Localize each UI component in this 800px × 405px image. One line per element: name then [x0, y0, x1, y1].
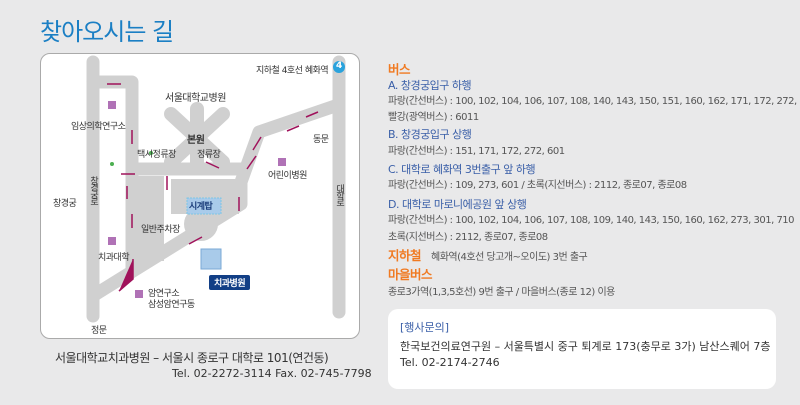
bus-stop-label: 정류장: [197, 150, 221, 160]
contact-phone: Tel. 02-2174-2746: [400, 356, 500, 369]
bus-a-line1: 파랑(간선버스) : 100, 102, 104, 106, 107, 108,…: [388, 96, 800, 107]
bus-b-line1: 파랑(간선버스) : 151, 171, 172, 272, 601: [388, 146, 565, 157]
contact-address: 한국보건의료연구원 – 서울특별시 중구 퇴계로 173(충무로 3가) 남산스…: [400, 340, 771, 353]
main-gate-label: 정문: [91, 326, 107, 336]
taxi-label: 택시정류장: [137, 150, 176, 160]
clock-tower-label: 시계탑: [189, 202, 213, 212]
parking-label: 일반주차장: [141, 225, 180, 235]
subway-label: 지하철 4호선 혜화역: [256, 66, 329, 76]
clinical-label: 임상의학연구소: [71, 122, 126, 132]
bus-d-title: D. 대학로 마로니에공원 앞 상행: [388, 198, 527, 211]
bus-c-title: C. 대학로 혜화역 3번출구 앞 하행: [388, 163, 536, 176]
childrens-hospital-label: 어린이병원: [268, 171, 307, 181]
village-bus-text: 종로3가역(1,3,5호선) 9번 출구 / 마을버스(종로 12) 이용: [388, 287, 615, 298]
daehak-ro-label: 대학로: [334, 184, 344, 205]
phone-fax: Tel. 02-2272-3114 Fax. 02-745-7798: [172, 367, 372, 380]
village-bus-heading: 마을버스: [388, 267, 433, 282]
map-roads: [86, 55, 346, 323]
transport-info: 버스 A. 창경궁입구 하행 파랑(간선버스) : 100, 102, 104,…: [388, 62, 800, 306]
main-building-label: 본원: [187, 135, 205, 146]
address: 서울대학교치과병원 – 서울시 종로구 대학로 101(연건동): [55, 351, 329, 365]
east-gate-label: 동문: [313, 135, 329, 145]
bus-b-title: B. 창경궁입구 상행: [388, 128, 472, 141]
campus-map: 지하철 4호선 혜화역 4 서울대학교병원 본원 임상의학연구소 택시정류장 정…: [40, 53, 360, 339]
bus-d-line1: 파랑(간선버스) : 100, 102, 104, 106, 107, 108,…: [388, 215, 795, 226]
main-building-shape: [164, 102, 230, 171]
subway-line-badge: 4: [336, 61, 342, 71]
cancer-institute-label: 암연구소: [148, 289, 180, 299]
bus-c-line1: 파랑(간선버스) : 109, 273, 601 / 초록(지선버스) : 21…: [388, 180, 687, 191]
samsung-cancer-label: 삼성암연구동: [148, 300, 195, 310]
subway-heading: 지하철: [388, 248, 422, 263]
contact-heading: [행사문의]: [400, 321, 450, 334]
dental-college-label: 치과대학: [98, 253, 130, 263]
direction-arrows: [107, 83, 319, 292]
dental-hospital-label: 치과병원: [209, 275, 251, 290]
bus-a-title: A. 창경궁입구 하행: [388, 79, 472, 92]
contact-box: [행사문의] 한국보건의료연구원 – 서울특별시 중구 퇴계로 173(충무로 …: [388, 309, 776, 389]
hospital-label: 서울대학교병원: [165, 93, 226, 104]
road-west-loop: [86, 75, 139, 276]
changgyeonggung-label: 창경궁: [53, 199, 77, 209]
page-title: 찾아오시는 길: [40, 18, 174, 46]
subway-text: 혜화역(4호선 당고개~오이도) 3번 출구: [431, 252, 588, 263]
bus-a-line2: 빨강(광역버스) : 6011: [388, 112, 479, 123]
bus-d-line2: 초록(지선버스) : 2112, 종로07, 종로08: [388, 232, 548, 243]
bus-heading: 버스: [388, 62, 411, 77]
changgyeonggung-ro-label: 창경궁로: [88, 176, 98, 204]
